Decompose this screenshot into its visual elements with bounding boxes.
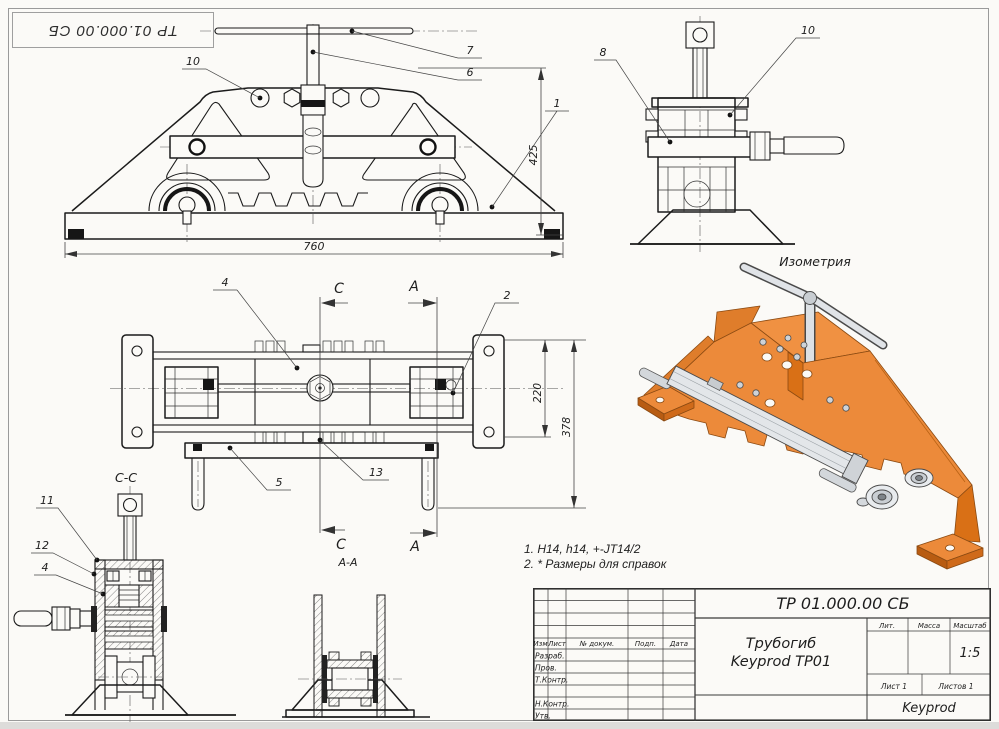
side-base (630, 209, 795, 245)
plan-callouts: 4 2 5 13 (213, 276, 519, 491)
cc-base (65, 684, 236, 716)
front-view: 760 425 10 7 6 1 (64, 24, 569, 258)
aa-base (282, 679, 430, 718)
front-callouts: 10 7 6 1 (182, 28, 569, 210)
technical-notes: 1. H14, h14, +-JT14/2 2. * Размеры для с… (524, 542, 666, 572)
plan-dims: 220 378 (438, 339, 586, 509)
tb-col-docum: № докум. (579, 640, 615, 648)
iso-label: Изометрия (779, 254, 851, 269)
plan-frame (121, 334, 505, 449)
side-body (645, 21, 753, 213)
tb-row-prov: Пров. (535, 664, 557, 673)
tb-masshtab: Масштаб (953, 622, 987, 630)
callout-10: 10 (186, 55, 200, 68)
callout-11: 11 (40, 494, 54, 507)
tb-row-razrab: Разраб. (535, 652, 564, 661)
front-dim-width: 760 (64, 240, 564, 258)
iso-bolts (736, 334, 850, 412)
cc-callouts: 11 12 4 (31, 494, 106, 597)
plan-view: C A C A A-A 220 378 4 2 5 13 (110, 276, 586, 569)
tb-massa: Масса (918, 622, 940, 630)
tb-col-list: Лист (547, 640, 567, 648)
callout-10b: 10 (801, 24, 815, 37)
callout-13: 13 (369, 466, 383, 479)
callout-1: 1 (554, 97, 561, 110)
side-callouts: 8 10 (594, 24, 820, 145)
title-block-texts: Изм Лист № докум. Подп. Дата Разраб. Про… (533, 594, 987, 721)
tb-name-2: Keyprod ТР01 (731, 654, 831, 670)
tb-company: Keyprod (902, 701, 956, 716)
callout-6: 6 (467, 66, 474, 79)
iso-rollers (856, 468, 934, 510)
tb-col-podp: Подп. (635, 640, 656, 648)
tb-doc-number: ТР 01.000.00 СБ (776, 594, 909, 613)
corner-stamp: ТР 01.000.00 СБ (12, 12, 214, 48)
tb-row-utv: Утв. (535, 712, 551, 721)
dim-220: 220 (532, 383, 544, 403)
aa-roller (298, 651, 402, 707)
section-aa-view (282, 594, 430, 718)
dim-425: 425 (527, 145, 540, 166)
callout-2: 2 (504, 289, 511, 302)
title-block: Изм Лист № докум. Подп. Дата Разраб. Про… (533, 588, 991, 721)
callout-8: 8 (600, 46, 607, 59)
section-c-bottom: C (336, 537, 346, 553)
cc-nut (104, 584, 154, 608)
tb-name-1: Трубогиб (746, 636, 816, 652)
plan-rollers (164, 366, 464, 419)
iso-machine (637, 298, 984, 570)
section-cc-view: C-C (13, 470, 236, 722)
iso-carriage-bar (638, 365, 869, 493)
sheet-edge (0, 722, 999, 729)
tb-col-data: Дата (669, 640, 688, 648)
cc-handle (13, 606, 167, 650)
label-aa: A-A (337, 556, 357, 569)
note-2: 2. * Размеры для справок (524, 557, 667, 571)
cc-roller (98, 655, 162, 699)
callout-12: 12 (35, 539, 49, 552)
plan-sections: C A C A A-A (319, 279, 438, 569)
plan-crossbar (184, 442, 439, 511)
section-c-top: C (334, 281, 344, 297)
tb-list: Лист 1 (880, 682, 907, 691)
section-a-bottom: A (409, 539, 420, 555)
front-dim-height: 425 (418, 67, 563, 236)
section-a-top: A (408, 279, 419, 295)
tb-row-tkontr: Т.Контр. (535, 676, 568, 685)
tb-lit: Лит. (878, 622, 895, 630)
tb-listov: Листов 1 (937, 682, 973, 691)
callout-4b: 4 (42, 561, 49, 574)
title-block-grid (533, 588, 991, 721)
front-rollers (148, 172, 479, 225)
iso-view: Изометрия (637, 254, 984, 570)
sheet-border (8, 8, 989, 721)
side-handle (749, 131, 845, 161)
callout-4: 4 (222, 276, 229, 289)
front-screw (214, 24, 414, 188)
tb-row-nkontr: Н.Контр. (535, 700, 569, 709)
cc-screw (117, 493, 143, 561)
tb-scale: 1:5 (960, 646, 981, 661)
side-view: 8 10 (594, 16, 845, 252)
dim-378: 378 (561, 417, 573, 437)
callout-5: 5 (276, 476, 283, 489)
dim-760: 760 (304, 240, 325, 253)
iso-handle (739, 262, 888, 350)
callout-7: 7 (467, 44, 474, 57)
note-1: 1. H14, h14, +-JT14/2 (524, 542, 641, 556)
section-cc-label: C-C (115, 470, 137, 485)
tb-col-izm: Изм (533, 640, 548, 648)
